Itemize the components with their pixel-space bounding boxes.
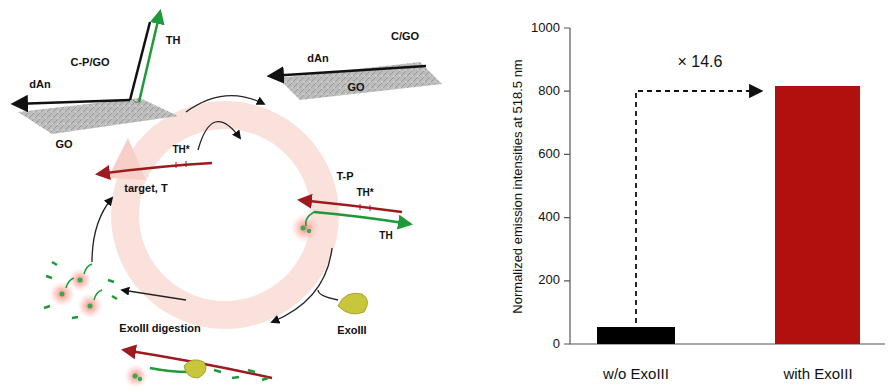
bar-chart xyxy=(564,28,885,344)
strand-label: dAn xyxy=(307,52,328,65)
tick-label: 600 xyxy=(538,147,560,162)
strand-label: TH xyxy=(166,34,181,47)
strand-label: TH xyxy=(379,230,392,242)
recycle-arrow xyxy=(92,198,112,262)
release-arrow xyxy=(122,290,186,300)
bar xyxy=(775,86,860,344)
tp-duplex xyxy=(290,200,410,243)
axis-title: Normalized emission intensities at 518.5… xyxy=(511,59,526,313)
target-strand xyxy=(98,161,212,174)
strand-label: TH* xyxy=(172,144,189,156)
c-go-complex xyxy=(270,62,442,100)
complex-label: T-P xyxy=(336,170,353,183)
digestion-complex xyxy=(124,350,272,388)
complex-label: target, T xyxy=(124,182,167,195)
sheet-label: GO xyxy=(347,81,364,94)
tick-label: 0 xyxy=(553,337,560,352)
fold-arrow xyxy=(636,91,762,323)
tick-label: 400 xyxy=(538,210,560,225)
enzyme-label: ExoIII xyxy=(337,324,366,337)
complex-label: C/GO xyxy=(391,30,419,43)
tick-label: 200 xyxy=(538,273,560,288)
strand-label: dAn xyxy=(29,78,50,91)
bar xyxy=(597,327,675,344)
tick-label: 800 xyxy=(538,84,560,99)
exchange-arrow xyxy=(198,122,240,150)
strand-label: TH* xyxy=(356,187,373,199)
released-fluorophores xyxy=(44,262,117,319)
step-label: ExoIII digestion xyxy=(119,322,200,335)
fold-label: × 14.6 xyxy=(678,53,723,71)
tick-label: 1000 xyxy=(531,21,560,36)
exoiii-enzyme xyxy=(272,248,368,322)
complex-label: C-P/GO xyxy=(70,56,109,69)
cycle-ring xyxy=(108,115,325,315)
sheet-label: GO xyxy=(55,138,72,151)
category-label: with ExoIII xyxy=(783,365,852,382)
cp-go-complex xyxy=(14,12,178,134)
exchange-arrow xyxy=(186,96,264,112)
category-label: w/o ExoIII xyxy=(603,365,669,382)
